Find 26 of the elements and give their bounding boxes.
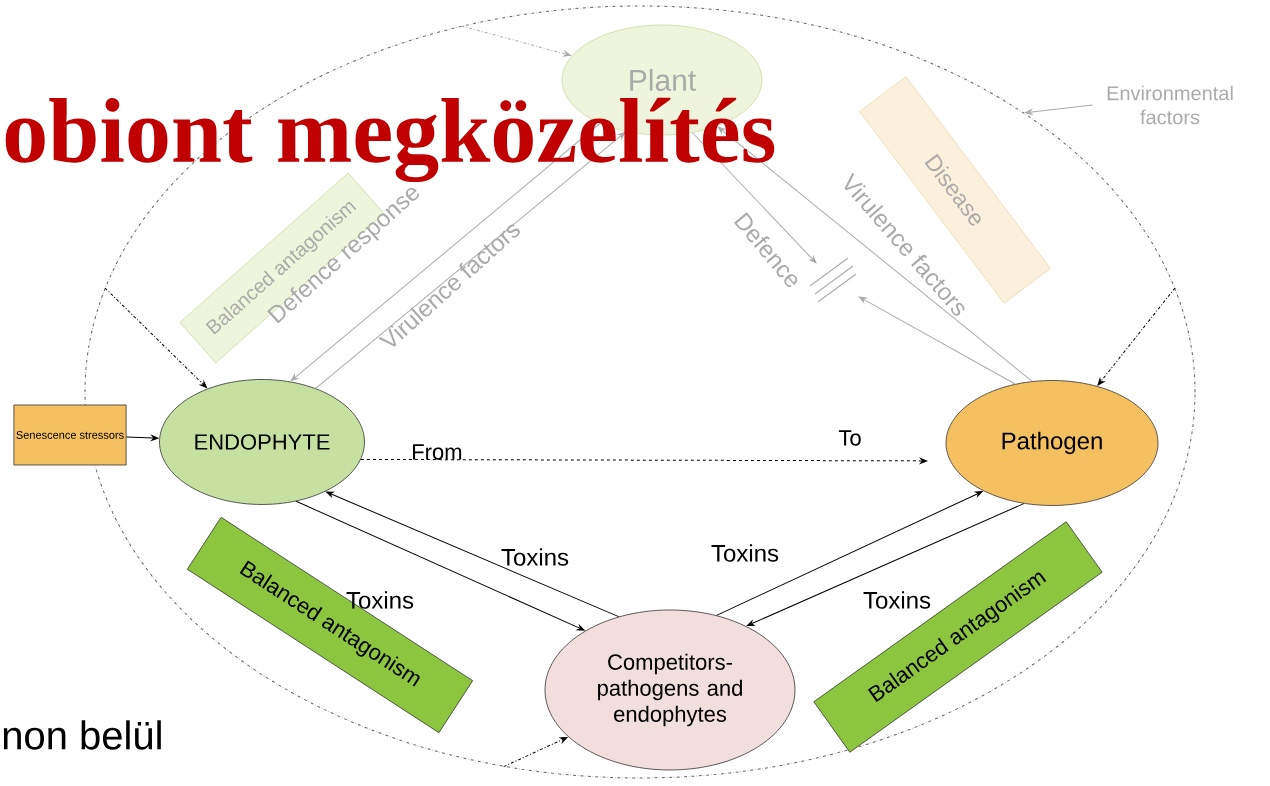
arrow <box>295 500 585 631</box>
flow-label: To <box>838 430 861 446</box>
arrow <box>461 25 571 57</box>
edge-label: Toxins <box>346 591 414 609</box>
arrow <box>717 126 1033 382</box>
environment-label: Environmental factors <box>1107 85 1233 125</box>
arrow <box>1097 287 1176 386</box>
arrow <box>746 503 1025 627</box>
arrow <box>315 132 626 389</box>
edge-label: Toxins <box>711 544 779 562</box>
leader-arrow <box>1025 104 1094 115</box>
blocking-mark <box>809 257 857 303</box>
stressor-box: Senescence stressors <box>13 404 127 466</box>
arrow <box>290 123 601 382</box>
subtitle-text: non belül <box>3 720 161 750</box>
arrow <box>503 737 568 768</box>
arrow <box>716 491 983 616</box>
edge-label: Toxins <box>501 548 569 566</box>
flow-label: From <box>413 444 462 460</box>
arrow <box>126 435 159 441</box>
arrow <box>326 491 620 618</box>
arrow <box>104 287 208 389</box>
arrow <box>858 296 1016 385</box>
edge-label: Toxins <box>863 591 931 609</box>
arrow <box>360 458 928 464</box>
arrow <box>692 132 817 264</box>
